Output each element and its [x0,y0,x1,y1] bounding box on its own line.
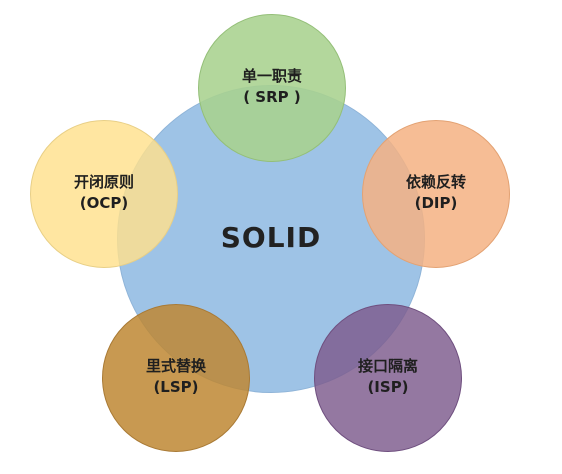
center-title: SOLID [220,221,322,254]
ocp-abbr: (OCP) [79,194,129,212]
dip-name: 依赖反转 [405,173,466,191]
lsp-circle [102,304,250,452]
isp-circle [314,304,462,452]
srp-abbr: ( SRP ) [243,88,301,106]
lsp-label: 里式替换 (LSP) [102,356,250,398]
srp-circle [198,14,346,162]
lsp-abbr: (LSP) [153,378,199,396]
ocp-circle [30,120,178,268]
dip-label: 依赖反转 (DIP) [362,172,510,214]
ocp-name: 开闭原则 [73,173,134,191]
ocp-label: 开闭原则 (OCP) [30,172,178,214]
dip-abbr: (DIP) [414,194,458,212]
isp-name: 接口隔离 [357,357,418,375]
srp-label: 单一职责 ( SRP ) [198,66,346,108]
lsp-name: 里式替换 [145,357,206,375]
isp-abbr: (ISP) [367,378,409,396]
srp-name: 单一职责 [241,67,302,85]
isp-label: 接口隔离 (ISP) [314,356,462,398]
dip-circle [362,120,510,268]
